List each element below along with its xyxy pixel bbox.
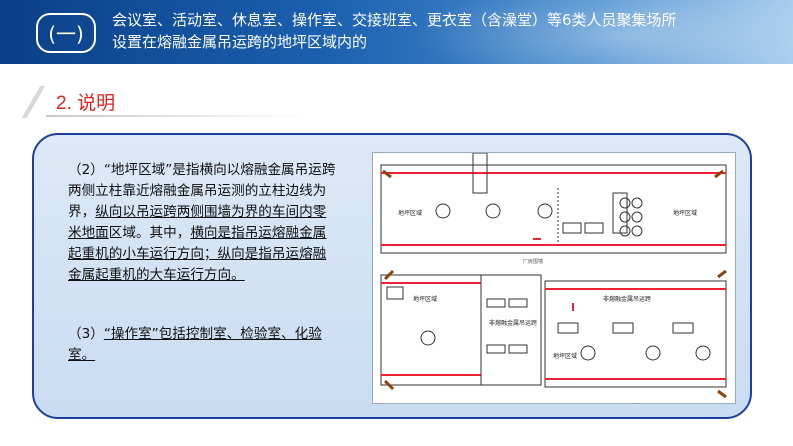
bl-floor-label: 地坪区域 xyxy=(413,295,437,303)
section-number-badge: (一) xyxy=(36,13,96,53)
paragraph-floor-area: （2）“地坪区域”是指横向以熔融金属吊运跨两侧立柱靠近熔融金属吊运测的立柱边线为… xyxy=(68,160,338,286)
top-circle-b xyxy=(631,197,643,209)
br-box-2 xyxy=(612,322,634,334)
br-floor-label: 地坪区域 xyxy=(553,352,577,360)
bm-box-4 xyxy=(508,344,528,354)
arrow-top-right xyxy=(714,169,724,179)
br-fan-1 xyxy=(580,345,596,361)
bm-box-2 xyxy=(508,298,528,308)
top-furnace xyxy=(472,152,488,194)
header-banner: (一) 会议室、活动室、休息室、操作室、交接班室、更衣室（含澡堂）等6类人员聚集… xyxy=(0,0,793,64)
top-fan-1 xyxy=(435,203,451,219)
header-title-line1: 会议室、活动室、休息室、操作室、交接班室、更衣室（含澡堂）等6类人员聚集场所 xyxy=(112,11,677,29)
arrow-bl-top xyxy=(383,269,395,281)
arrow-br-top xyxy=(717,269,727,279)
p1-text-b: 区域。其中， xyxy=(108,225,191,241)
p2-text-a: （3） xyxy=(68,326,104,342)
workshop-label: 厂房围墙 xyxy=(523,258,543,265)
top-fan-2 xyxy=(485,203,501,219)
floor-plan-diagram: 地坪区域 地坪区域 厂房围墙 地坪区域 非熔融金属吊运跨 xyxy=(372,152,736,404)
p1-underline-2: 横向是指吊运熔融金属起重机的小车运行方向；纵向是指吊运熔融金属起重机的大车运行方… xyxy=(68,225,327,283)
arrow-br-bottom xyxy=(717,389,727,399)
bottom-right-outline xyxy=(544,280,727,388)
top-circle-a xyxy=(619,197,631,209)
br-fan-3 xyxy=(695,345,711,361)
header-title: 会议室、活动室、休息室、操作室、交接班室、更衣室（含澡堂）等6类人员聚集场所 设… xyxy=(112,9,772,53)
p1-underline-1: 纵向以吊运跨两侧围墙为界的车间内零米地面 xyxy=(68,204,327,241)
br-box-3 xyxy=(672,322,694,334)
bl-fan xyxy=(420,330,436,346)
bl-stair xyxy=(386,286,404,300)
top-fan-3 xyxy=(537,203,553,219)
floor-plan-svg: 地坪区域 地坪区域 厂房围墙 地坪区域 非熔融金属吊运跨 xyxy=(380,152,727,399)
br-box-1 xyxy=(557,322,579,334)
arrow-bl-bottom xyxy=(383,379,395,391)
heading-slash-decoration xyxy=(20,86,46,118)
top-floor-label-left: 地坪区域 xyxy=(398,209,422,217)
p1-text-a: （2）“地坪区域”是指横向以熔融金属吊运跨两侧立柱靠近熔融金属吊运测的立柱边线为… xyxy=(68,162,336,220)
header-title-line2: 设置在熔融金属吊运跨的地坪区域内的 xyxy=(112,33,368,51)
p2-underline: “操作室”包括控制室、检验室、化验室。 xyxy=(68,326,322,363)
bm-box-1 xyxy=(486,298,506,308)
top-circle-c xyxy=(619,211,631,223)
paragraph-operation-room: （3）“操作室”包括控制室、检验室、化验室。 xyxy=(68,324,348,366)
top-circle-e xyxy=(619,225,631,237)
arrow-top-left xyxy=(382,169,392,179)
top-tall-box xyxy=(612,192,628,234)
top-building-outline xyxy=(380,164,727,254)
br-track-label: 非熔融金属吊运跨 xyxy=(603,295,651,303)
header-decoration xyxy=(413,0,793,64)
bm-track-label: 非熔融金属吊运跨 xyxy=(489,319,537,327)
section-heading: 2. 说明 xyxy=(20,86,320,118)
section-heading-text: 2. 说明 xyxy=(56,93,116,114)
top-circle-d xyxy=(631,211,643,223)
top-box-1 xyxy=(562,222,582,234)
bm-box-3 xyxy=(486,344,506,354)
top-box-2 xyxy=(584,222,604,234)
br-fan-2 xyxy=(645,345,661,361)
top-circle-f xyxy=(631,225,643,237)
heading-underline xyxy=(46,115,306,117)
top-floor-label-right: 地坪区域 xyxy=(673,209,697,217)
bottom-left-outline xyxy=(380,274,482,386)
bottom-middle-outline xyxy=(480,274,542,386)
